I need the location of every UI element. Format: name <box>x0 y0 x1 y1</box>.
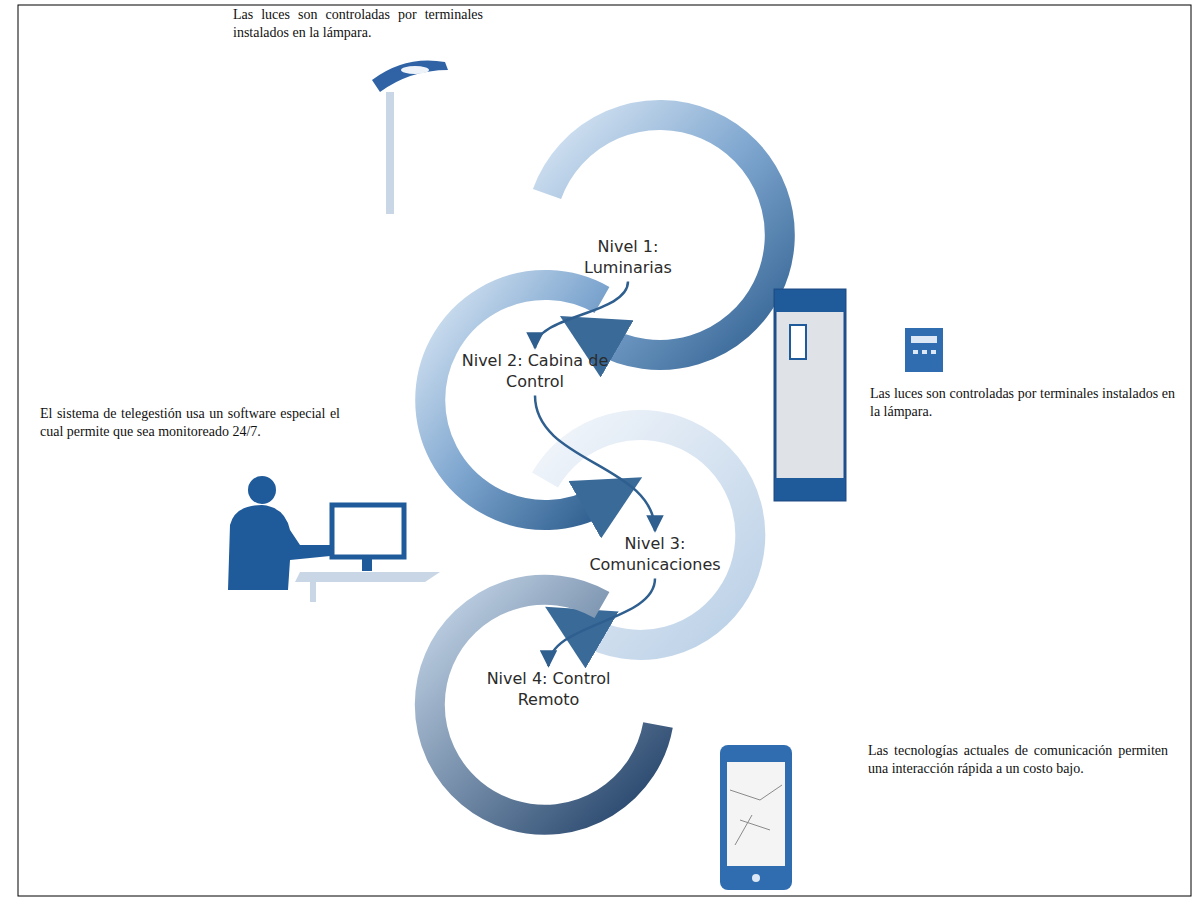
level-connector <box>549 579 656 666</box>
callout-note: Las tecnologías actuales de comunicación… <box>868 742 1168 778</box>
level-connector <box>535 282 628 348</box>
level-title: Nivel 2: Cabina de Control <box>460 351 610 393</box>
level-title: Nivel 1: Luminarias <box>568 237 688 279</box>
level-title: Nivel 3: Comunicaciones <box>575 534 735 576</box>
callout-note: Las luces son controladas por terminales… <box>870 385 1175 421</box>
ring-arrow <box>430 590 658 820</box>
street-lamp-icon <box>372 60 448 214</box>
ring-arrow <box>430 285 602 515</box>
frame <box>18 5 1191 896</box>
operator-icon <box>228 476 440 602</box>
ring-arrow <box>547 115 780 355</box>
tablet-icon <box>720 745 792 890</box>
level-node: Nivel 1: Luminarias <box>568 237 688 279</box>
level-connector <box>535 396 655 531</box>
callout-note: Las luces son controladas por terminales… <box>233 6 483 42</box>
callout-note: El sistema de telegestión usa un softwar… <box>40 405 340 441</box>
ring-arrow <box>545 425 750 645</box>
level-node: Nivel 2: Cabina de Control <box>460 351 610 393</box>
level-title: Nivel 4: Control Remoto <box>461 669 636 711</box>
level-node: Nivel 3: Comunicaciones <box>575 534 735 576</box>
level-node: Nivel 4: Control Remoto <box>461 669 636 711</box>
